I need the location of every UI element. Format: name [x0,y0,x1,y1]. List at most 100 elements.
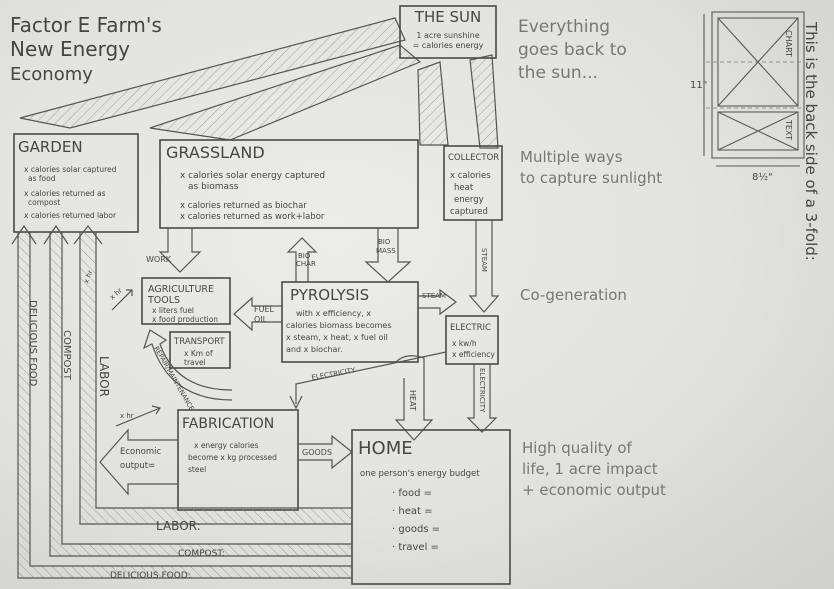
biochar-label-1: BIO [298,252,311,260]
home-box [351,429,511,585]
trifold-sketch [703,11,805,167]
labor-side-label: LABOR [97,356,111,397]
work-label: WORK [146,255,172,264]
sun-box [399,5,497,59]
note-sun-3: the sun... [518,63,598,83]
note-sun-2: goes back to [518,40,627,60]
steam-label-vertical: STEAM [480,248,488,272]
electricity-arrow-down [466,364,498,433]
heat-arrow [394,355,434,441]
food-side-label: DELICIOUS FOOD [27,300,38,387]
return-flows [11,224,353,579]
compost-side-label: COMPOST [61,330,72,381]
trifold-chart-label: CHART [784,30,793,57]
home-item-travel: · travel = [392,542,439,553]
agriculture-line-1: x liters fuel [152,306,194,315]
garden-title: GARDEN [18,138,83,156]
collector-box [443,145,503,221]
pyrolysis-line-4: and x biochar. [286,345,343,354]
fuel-oil-label-2: OIL [254,315,268,324]
pyrolysis-line-2: calories biomass becomes [286,321,392,330]
fuel-oil-label-1: FUEL [254,305,275,314]
home-title: HOME [358,438,413,459]
sun-beams [19,17,499,149]
home-item-heat: · heat = [392,506,432,517]
electricity-arrow-left [289,351,447,410]
collector-line-3: energy [454,195,484,205]
xhr-label-1: x hr [108,287,124,302]
grassland-title: GRASSLAND [166,143,265,162]
trifold-text-label: TEXT [784,119,793,140]
sun-title: THE SUN [414,8,481,26]
electric-box [445,315,499,365]
pyrolysis-line-1: with x efficiency, x [296,309,371,318]
goods-label: GOODS [302,448,332,457]
economic-output-arrow [99,428,178,496]
agriculture-title-1: AGRICULTURE [148,284,214,295]
fuel-oil-arrow [233,296,282,332]
collector-line-4: captured [450,207,488,217]
steam-collector-arrow [468,220,500,313]
work-arrow [158,228,202,273]
garden-line-1: x calories solar captured [24,165,117,174]
economic-label-2: output= [120,461,155,471]
transport-title: TRANSPORT [173,337,225,347]
home-item-food: · food = [392,488,432,499]
electric-line-1: x kw/h [452,339,477,348]
biomass-label-1: BIO [378,238,391,246]
steam-label-horizontal: STEAM [422,292,446,300]
heat-label: HEAT [408,390,417,411]
garden-box [13,133,139,233]
fabrication-title: FABRICATION [182,416,274,432]
steam-pyrolysis-arrow [418,288,457,316]
title-line-3: Economy [10,64,93,85]
note-capture-1: Multiple ways [520,148,623,166]
transport-line-1: x Km of [184,349,213,358]
xhr-arrow-1 [111,289,133,311]
electricity-label-2: ELECTRICITY [478,368,486,413]
note-quality-1: High quality of [522,439,633,457]
note-capture-2: to capture sunlight [520,169,662,187]
electricity-label-1: ELECTRICITY [311,366,357,382]
pyrolysis-box [281,281,419,363]
grassland-box [159,139,419,229]
agriculture-title-2: TOOLS [147,295,180,306]
electric-line-2: x efficiency [452,350,495,359]
fabrication-line-3: steel [188,465,206,474]
biochar-arrow [286,237,318,282]
pyrolysis-line-3: x steam, x heat, x fuel oil [286,333,388,342]
home-item-goods: · goods = [392,524,440,535]
economic-label-1: Economic [120,447,161,457]
agriculture-line-2: x food production [152,315,218,324]
note-quality-3: + economic output [522,481,666,499]
grassland-line-4: x calories returned as work+labor [180,212,325,222]
fabrication-line-2: become x kg processed [188,453,277,462]
note-quality-2: life, 1 acre impact [522,460,658,478]
note-sun-1: Everything [518,17,610,37]
sun-subtitle-2: = calories energy [413,41,484,50]
transport-line-2: travel [184,358,206,367]
garden-line-3: x calories returned as [24,189,106,198]
sun-subtitle-1: 1 acre sunshine [416,31,479,40]
grassland-line-1: x calories solar energy captured [180,171,325,181]
grassland-line-3: x calories returned as biochar [180,201,307,211]
home-subtitle: one person's energy budget [360,469,480,479]
biochar-label-2: CHAR [296,260,316,268]
fabrication-line-1: x energy calories [194,441,259,450]
title-line-1: Factor E Farm's [10,13,162,37]
trifold-height: 11" [690,80,707,91]
garden-line-2: as food [28,174,56,183]
electric-title: ELECTRIC [450,323,491,333]
title-line-2: New Energy [10,37,130,61]
pyrolysis-title: PYROLYSIS [290,286,369,304]
garden-line-5: x calories returned labor [24,211,117,220]
transport-box [169,331,231,369]
repair-arrow [142,329,233,401]
xhr-label-2: x hr [120,412,134,420]
collector-title: COLLECTOR [448,153,499,163]
food-bottom-label: DELICIOUS FOOD: [110,571,191,581]
labor-bottom-label: LABOR: [156,519,201,533]
compost-bottom-label: COMPOST: [178,549,225,559]
